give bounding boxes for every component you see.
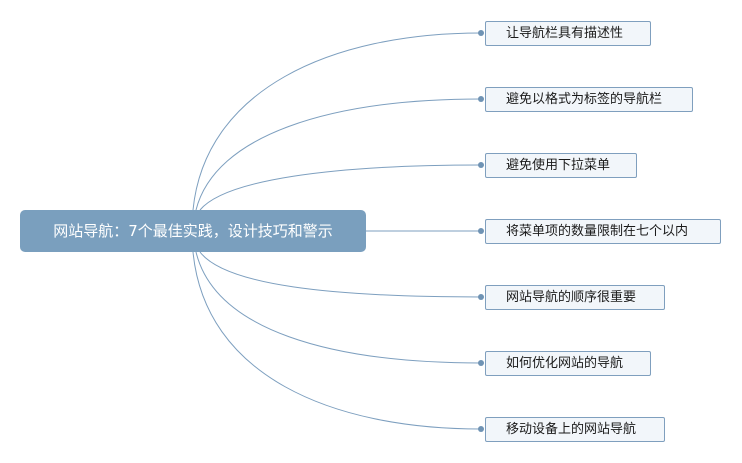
branch-topic-descriptive-nav[interactable]: 让导航栏具有描述性 [485,21,651,46]
connector-dot [478,30,484,36]
connector-7 [192,251,482,430]
connector-6 [195,251,482,364]
connector-2 [195,98,482,211]
branch-topic-avoid-format-labels[interactable]: 避免以格式为标签的导航栏 [485,87,693,112]
connector-3 [199,164,482,211]
connector-dot [478,360,484,366]
connector-dot [478,162,484,168]
connector-dot [478,294,484,300]
connector-5 [199,251,482,298]
branch-topic-limit-seven[interactable]: 将菜单项的数量限制在七个以内 [485,219,721,244]
connector-dot [478,426,484,432]
branch-topic-avoid-dropdowns[interactable]: 避免使用下拉菜单 [485,153,637,178]
branch-topic-mobile-nav[interactable]: 移动设备上的网站导航 [485,417,665,442]
connector-dot [478,228,484,234]
root-topic[interactable]: 网站导航：7个最佳实践，设计技巧和警示 [20,210,366,252]
branch-topic-order-matters[interactable]: 网站导航的顺序很重要 [485,285,665,310]
branch-topic-optimize-nav[interactable]: 如何优化网站的导航 [485,351,651,376]
connector-dot [478,96,484,102]
connector-1 [192,32,482,211]
